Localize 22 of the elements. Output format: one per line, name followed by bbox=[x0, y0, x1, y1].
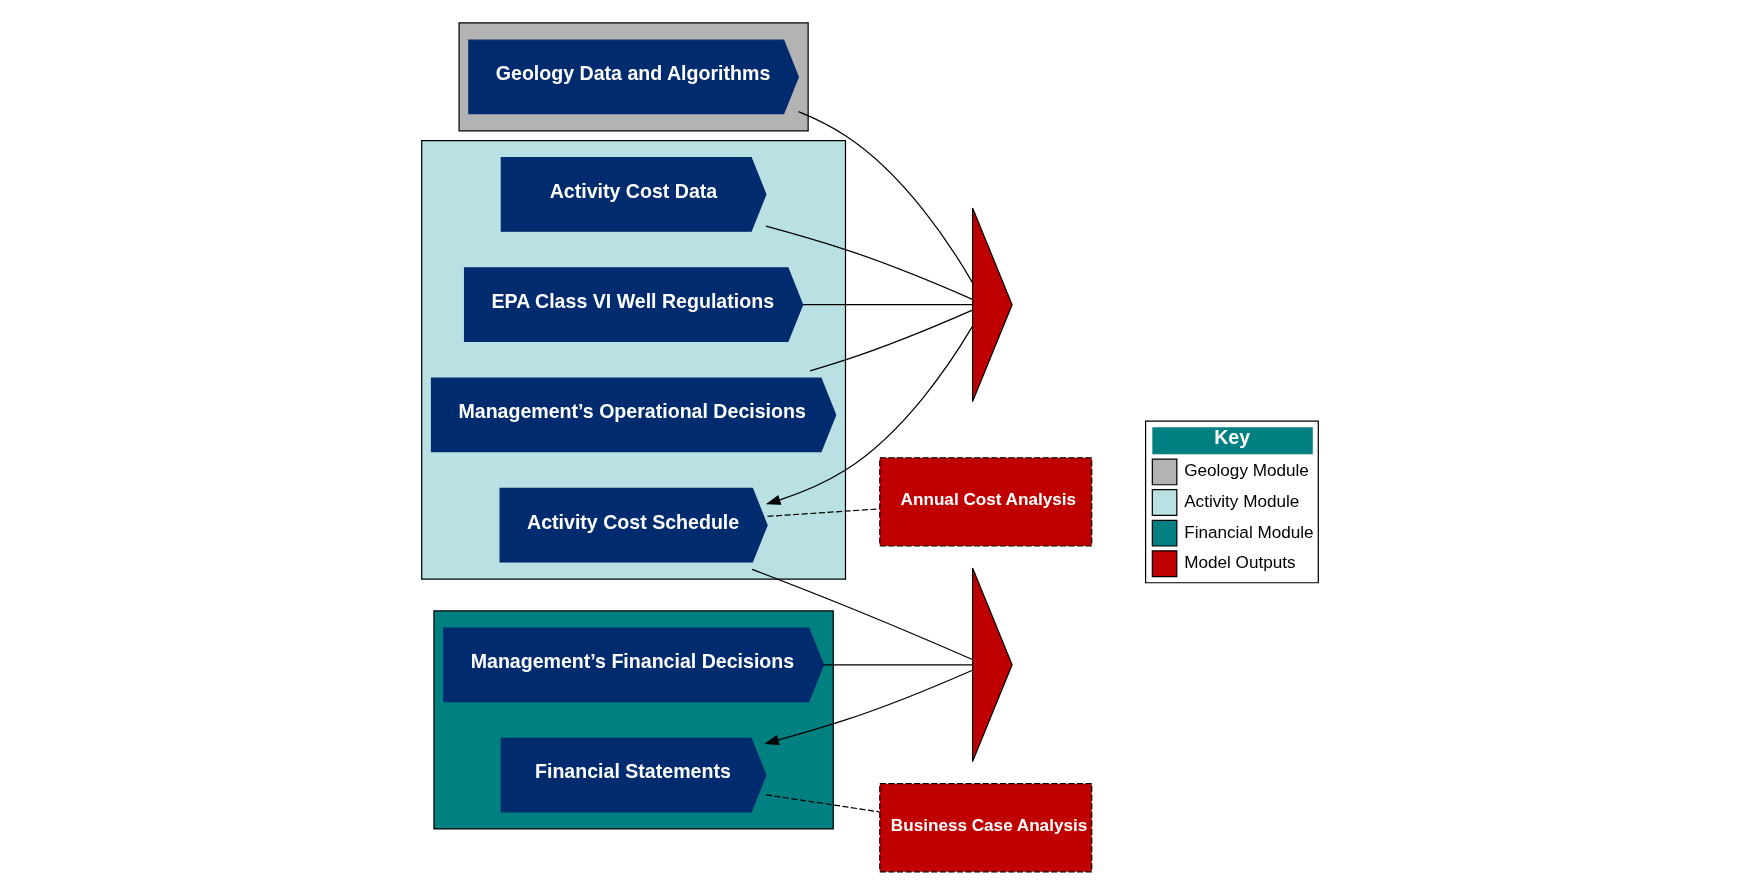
connector bbox=[822, 664, 973, 666]
connector bbox=[764, 794, 880, 813]
label: Key bbox=[1213, 426, 1250, 449]
legend-label: Model Outputs bbox=[1183, 552, 1296, 573]
node-triangle bbox=[971, 207, 1013, 403]
connector bbox=[808, 309, 973, 372]
connector bbox=[797, 111, 973, 283]
cluster bbox=[432, 610, 834, 830]
cluster bbox=[420, 139, 846, 580]
legend-label: Financial Module bbox=[1183, 521, 1314, 542]
node-box: Annual Cost Analysis bbox=[878, 457, 1092, 547]
connector bbox=[764, 225, 973, 300]
connector bbox=[801, 304, 973, 306]
node-box: Business Case Analysis bbox=[878, 783, 1092, 873]
connector bbox=[751, 568, 973, 661]
legend-label: Activity Module bbox=[1183, 491, 1299, 512]
node-triangle bbox=[971, 567, 1013, 763]
cluster bbox=[457, 22, 809, 132]
arrow bbox=[765, 326, 973, 505]
arrow bbox=[763, 669, 973, 745]
legend-label: Geology Module bbox=[1183, 460, 1309, 481]
connector bbox=[766, 508, 880, 517]
